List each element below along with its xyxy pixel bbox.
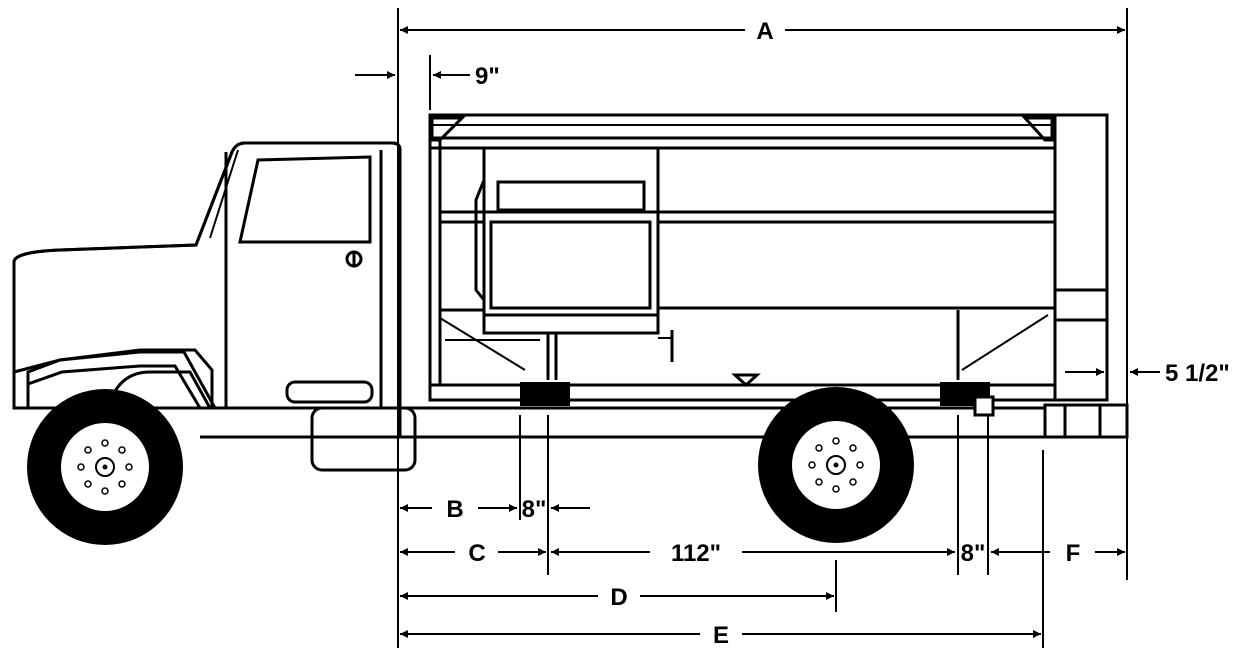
label-f: F (1066, 540, 1081, 567)
label-8in-left: 8" (522, 496, 547, 523)
front-wheel (27, 389, 183, 545)
label-d: D (610, 584, 627, 611)
dimension-lines (355, 8, 1160, 648)
label-b: B (446, 496, 463, 523)
label-e: E (713, 622, 729, 649)
label-5-1-2in: 5 1/2" (1165, 360, 1230, 387)
dimension-labels: A 9" 5 1/2" B 8" C 112" 8" F D E (446, 18, 1229, 649)
label-9in: 9" (475, 63, 500, 90)
truck-body (428, 113, 1109, 417)
label-a: A (756, 18, 773, 45)
truck-illustration (12, 113, 1129, 545)
label-8in-right: 8" (961, 540, 986, 567)
truck-frame (14, 403, 1129, 439)
label-c: C (468, 540, 485, 567)
rear-wheel (758, 387, 914, 543)
label-112in: 112" (671, 540, 721, 567)
truck-cab (12, 141, 417, 472)
